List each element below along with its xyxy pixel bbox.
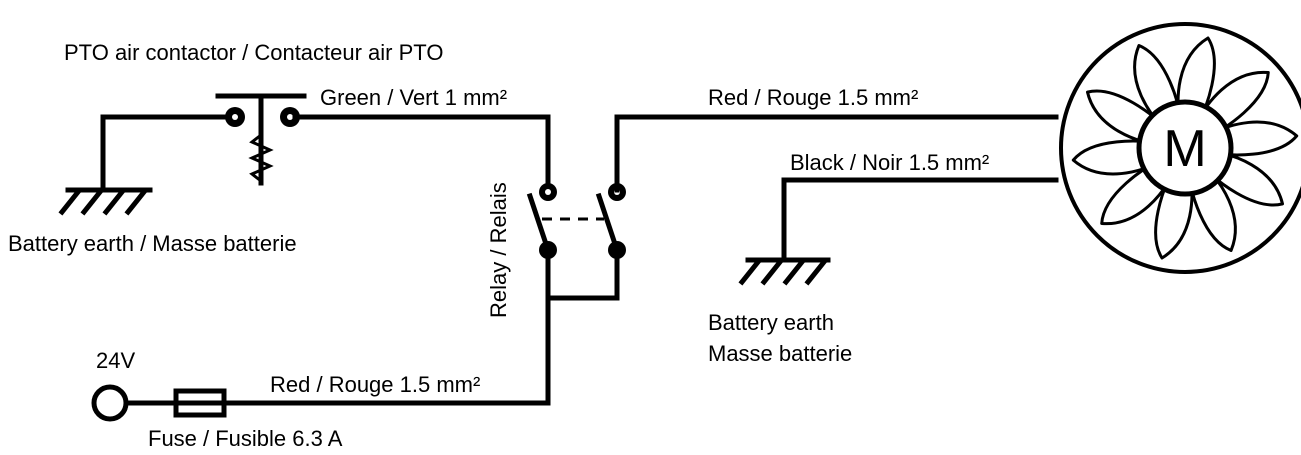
red-wire-top <box>614 114 1059 193</box>
left-ground-wire <box>100 114 233 193</box>
green-wire <box>292 114 551 193</box>
battery-earth-right-label-1: Battery earth <box>708 310 834 335</box>
battery-earth-left-label: Battery earth / Masse batterie <box>8 231 297 256</box>
battery-earth-right-label-2: Masse batterie <box>708 341 852 366</box>
relay-label: Relay / Relais <box>486 182 511 318</box>
black-wire-label: Black / Noir 1.5 mm² <box>790 150 989 175</box>
supply-voltage-label: 24V <box>96 348 135 373</box>
green-wire-label: Green / Vert 1 mm² <box>320 85 507 110</box>
right-ground-symbol <box>738 257 831 286</box>
pto-contactor-switch <box>215 93 307 186</box>
motor-label: M <box>1163 120 1206 178</box>
pto-contactor-label: PTO air contactor / Contacteur air PTO <box>64 40 443 65</box>
left-ground-symbol <box>58 187 153 216</box>
supply-terminal <box>91 384 129 422</box>
fuse-label: Fuse / Fusible 6.3 A <box>148 426 343 451</box>
red-wire-bottom-label: Red / Rouge 1.5 mm² <box>270 372 480 397</box>
fan-motor <box>1059 22 1301 274</box>
relay-symbol <box>526 183 626 301</box>
red-wire-top-label: Red / Rouge 1.5 mm² <box>708 85 918 110</box>
black-wire <box>781 177 1059 263</box>
red-wire-bottom <box>125 295 551 406</box>
